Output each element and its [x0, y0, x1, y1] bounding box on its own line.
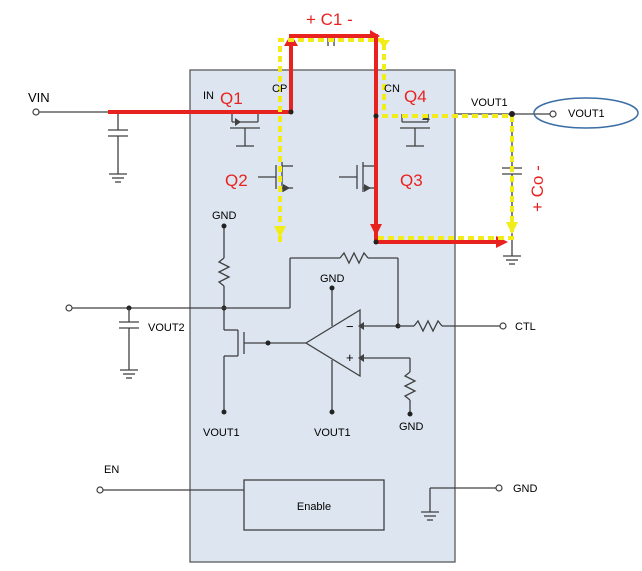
- gnd-output: GND: [421, 483, 538, 521]
- gnd-top-left-label: GND: [212, 210, 237, 222]
- ctl-input: CTL: [395, 319, 536, 333]
- feedback-path: [289, 251, 399, 326]
- transistor-q1: [230, 112, 260, 147]
- opamp-minus: −: [346, 319, 354, 334]
- vin-label: VIN: [28, 90, 50, 105]
- vout2-label: VOUT2: [148, 322, 185, 334]
- q2-label: Q2: [225, 171, 248, 190]
- c1-label: + C1 -: [306, 10, 353, 29]
- gnd-opamp-label: GND: [320, 273, 345, 285]
- co-label: + Co -: [528, 165, 547, 212]
- opamp-plus: +: [346, 350, 354, 365]
- error-amplifier: − +: [304, 285, 410, 415]
- ref-resistor: [403, 358, 417, 417]
- vin-input: VIN: [28, 90, 110, 116]
- cp-pin-label: CP: [272, 83, 287, 95]
- cn-pin-label: CN: [384, 83, 400, 95]
- vout2-output: [65, 304, 290, 379]
- ctl-label: CTL: [515, 321, 536, 333]
- vout1-left-label: VOUT1: [203, 427, 240, 439]
- q3-label: Q3: [400, 171, 423, 190]
- gnd-right-label: GND: [513, 483, 538, 495]
- input-capacitor: [108, 112, 128, 183]
- vout1-center-label: VOUT1: [314, 427, 351, 439]
- gnd-res-label: GND: [399, 421, 424, 433]
- vout1-terminal-label: VOUT1: [568, 108, 605, 120]
- q4-label: Q4: [404, 87, 427, 106]
- vout1-highlight: [533, 97, 639, 129]
- discharge-path-yellow: [274, 38, 518, 242]
- vout1-pin-label: VOUT1: [471, 97, 508, 109]
- pass-transistor: [221, 329, 306, 415]
- en-label: EN: [104, 464, 119, 476]
- q1-label: Q1: [220, 89, 243, 108]
- enable-block: Enable EN: [96, 464, 385, 531]
- enable-label: Enable: [297, 501, 331, 513]
- in-pin-label: IN: [203, 90, 214, 102]
